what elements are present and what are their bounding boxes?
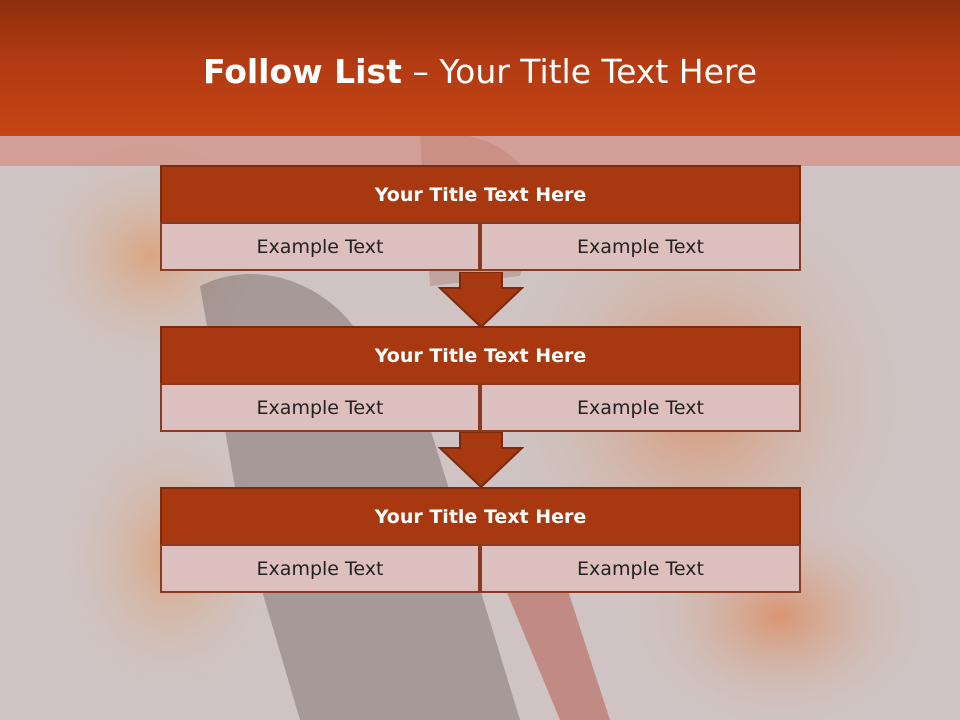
title-bar: Follow List – Your Title Text Here: [0, 0, 960, 136]
title-bold: Follow List: [202, 52, 402, 91]
block-title: Your Title Text Here: [160, 487, 801, 546]
down-arrow-icon: [438, 272, 524, 328]
block-cell-left: Example Text: [160, 544, 480, 593]
header-accent-strip: [0, 136, 960, 166]
block-title: Your Title Text Here: [160, 165, 801, 224]
block-cell-right: Example Text: [480, 383, 801, 432]
list-block-1: Your Title Text Here Example Text Exampl…: [160, 165, 801, 271]
slide-title: Follow List – Your Title Text Here: [0, 52, 960, 91]
block-cell-left: Example Text: [160, 222, 480, 271]
block-cell-right: Example Text: [480, 222, 801, 271]
block-cell-left: Example Text: [160, 383, 480, 432]
block-title: Your Title Text Here: [160, 326, 801, 385]
list-block-2: Your Title Text Here Example Text Exampl…: [160, 326, 801, 432]
block-cell-right: Example Text: [480, 544, 801, 593]
title-rest: – Your Title Text Here: [401, 52, 758, 91]
down-arrow-icon: [438, 432, 524, 488]
list-block-3: Your Title Text Here Example Text Exampl…: [160, 487, 801, 593]
